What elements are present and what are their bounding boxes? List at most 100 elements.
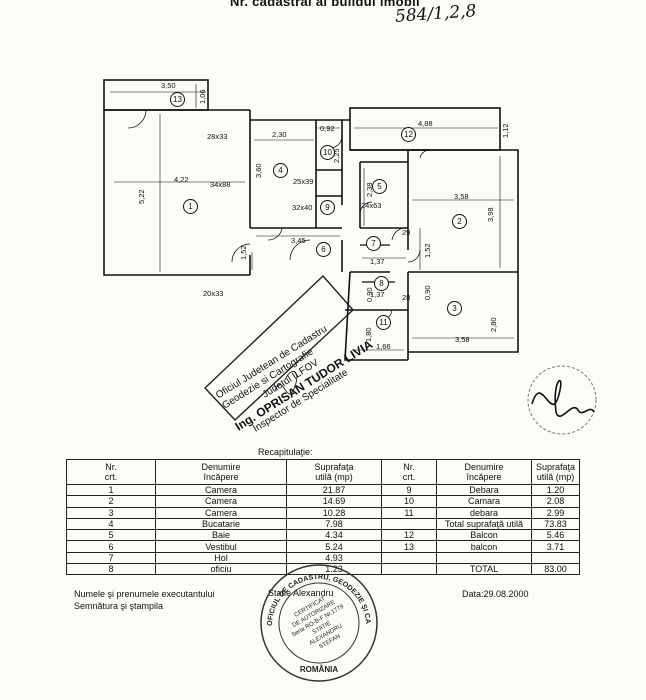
- table-cell-name: Baie: [155, 529, 287, 542]
- col-header: Denumire încăpere: [155, 459, 287, 485]
- dim-label: 1,66: [376, 342, 391, 351]
- table-cell-name2: [436, 551, 532, 565]
- room-number: 11: [376, 315, 391, 330]
- round-stamp-country: ROMÂNIA: [300, 665, 338, 674]
- table-cell-area: 4.34: [286, 529, 382, 542]
- date-label: Data:29.08.2000: [462, 589, 529, 599]
- table-cell-name2: balcon: [436, 540, 532, 553]
- room-number: 5: [372, 179, 387, 194]
- table-cell-name: Camera: [155, 506, 287, 519]
- table-cell-n2: 10: [381, 495, 437, 508]
- table-cell-area: 5.24: [286, 540, 382, 553]
- table-cell-name: Vestibul: [155, 540, 287, 553]
- fraction-label: 20x33: [203, 289, 224, 298]
- fraction-label: 28x33: [207, 132, 228, 141]
- table-cell-area: 21.87: [286, 483, 382, 497]
- table-cell-name2: TOTAL: [436, 563, 532, 576]
- fraction-label: 24x63: [361, 201, 382, 210]
- fraction-label: 25x39: [293, 177, 314, 186]
- dim-label: 0,90: [423, 285, 432, 300]
- room-number: 12: [401, 127, 416, 142]
- dim-label: 3,60: [254, 163, 263, 178]
- table-cell-area2: 73.83: [531, 517, 580, 531]
- table-cell-area2: [531, 551, 580, 565]
- table-cell-area2: 83.00: [531, 563, 580, 576]
- col-header: Suprafaţa utilă (mp): [531, 459, 580, 485]
- table-cell-area2: 1.20: [531, 483, 580, 497]
- office-stamp-frame: [204, 274, 354, 421]
- dim-label: 2,30: [272, 130, 287, 139]
- signature-label: Semnătura şi ştampila: [74, 601, 164, 611]
- round-official-stamp: OFICIUL DE CADASTRU, GEODEZIE ŞI CARTOGR…: [258, 562, 378, 682]
- fraction-label: 29: [402, 228, 411, 237]
- col-header: Denumire încăpere: [436, 459, 532, 485]
- table-cell-n: 2: [66, 495, 156, 508]
- dim-label: 3,58: [455, 335, 470, 344]
- table-cell-n2: 11: [381, 506, 437, 519]
- dim-label: 5,22: [137, 189, 146, 204]
- table-cell-n: 3: [66, 506, 156, 519]
- room-number: 9: [320, 200, 335, 215]
- table-cell-n: 6: [66, 540, 156, 553]
- fraction-label: 28: [402, 293, 411, 302]
- room-number: 7: [366, 236, 381, 251]
- table-cell-area2: 3.71: [531, 540, 580, 553]
- dim-label: 3,50: [161, 81, 176, 90]
- dim-label: 0,90: [365, 287, 374, 302]
- table-cell-area: 10.28: [286, 506, 382, 519]
- table-cell-area2: 2.08: [531, 495, 580, 508]
- executant-label: Numele şi prenumele executantului: [74, 589, 215, 599]
- table-cell-n2: 12: [381, 529, 437, 542]
- room-number: 2: [452, 214, 467, 229]
- recap-table: Nr. crt. Denumire încăpere Suprafaţa uti…: [66, 459, 580, 576]
- room-number: 13: [170, 92, 185, 107]
- col-header: Suprafaţa utilă (mp): [286, 459, 382, 485]
- table-cell-n: 8: [66, 563, 156, 576]
- table-cell-n2: [381, 551, 437, 565]
- dim-label: 4,22: [174, 175, 189, 184]
- table-cell-n2: [381, 517, 437, 531]
- table-cell-name2: Total suprafaţă utilă: [436, 517, 532, 531]
- dim-label: 1,37: [370, 290, 385, 299]
- table-cell-name: Camera: [155, 483, 287, 497]
- document-title: Nr. cadastral al buildul imobil: [230, 0, 420, 9]
- signature-stamp: [527, 365, 597, 435]
- room-number: 10: [320, 145, 335, 160]
- dim-label: 1,52: [239, 245, 248, 260]
- table-cell-name2: Camara: [436, 495, 532, 508]
- room-number: 4: [273, 163, 288, 178]
- table-cell-area: 14.69: [286, 495, 382, 508]
- fraction-label: 34x88: [210, 180, 231, 189]
- table-cell-name: Camera: [155, 495, 287, 508]
- room-number: 1: [183, 199, 198, 214]
- table-cell-n: 4: [66, 517, 156, 531]
- table-cell-n2: 13: [381, 540, 437, 553]
- fraction-label: 32x40: [292, 203, 313, 212]
- table-cell-name: Bucatarie: [155, 517, 287, 531]
- room-number: 6: [316, 242, 331, 257]
- dim-label: 2,80: [489, 317, 498, 332]
- table-cell-area2: 2.99: [531, 506, 580, 519]
- floor-plan: [103, 79, 519, 361]
- dim-label: 3,45: [291, 236, 306, 245]
- table-cell-name2: debara: [436, 506, 532, 519]
- table-cell-n2: 9: [381, 483, 437, 497]
- recap-title: Recapitulaţie:: [258, 447, 313, 457]
- table-cell-area: 7.98: [286, 517, 382, 531]
- statie-label: Statie Alexandru: [268, 588, 334, 598]
- col-header: Nr. crt.: [381, 459, 437, 485]
- dim-label: 1,06: [198, 89, 207, 104]
- dim-label: 1,52: [423, 243, 432, 258]
- table-cell-area2: 5.46: [531, 529, 580, 542]
- dim-label: 1,12: [501, 123, 510, 138]
- table-cell-n: 7: [66, 551, 156, 565]
- table-cell-n: 1: [66, 483, 156, 497]
